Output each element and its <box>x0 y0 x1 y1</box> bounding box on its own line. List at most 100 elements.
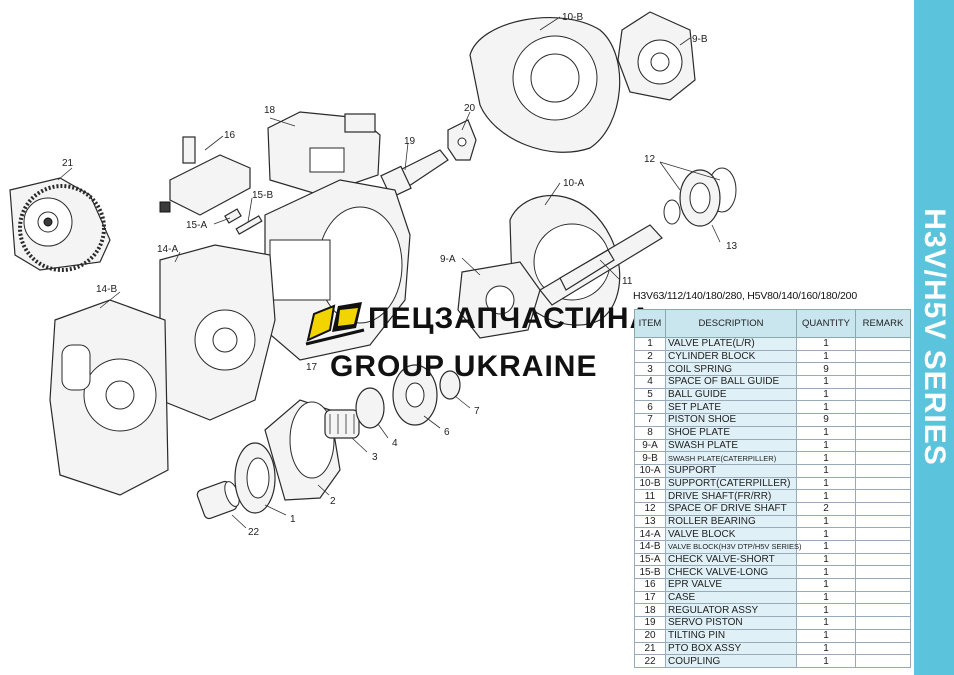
callout-1: 1 <box>290 514 296 525</box>
cell-remark <box>855 425 911 440</box>
callout-14-b: 14-B <box>96 284 117 295</box>
watermark: ПЕЦЗАПЧАСТИНА GROUP UKRAINE <box>302 296 651 391</box>
cell-item: 7 <box>634 413 666 427</box>
cell-item: 9-A <box>634 438 666 453</box>
case <box>264 179 411 361</box>
cell-remark <box>855 540 911 554</box>
cell-item: 17 <box>634 590 666 605</box>
callout-10-b: 10-B <box>562 12 583 23</box>
cell-remark <box>855 565 911 580</box>
header-remark: REMARK <box>855 309 911 338</box>
cell-description: COIL SPRING <box>665 362 797 377</box>
cell-item: 3 <box>634 362 666 377</box>
cell-quantity: 1 <box>796 514 856 529</box>
callout-9-a: 9-A <box>440 254 456 265</box>
cell-description: EPR VALVE <box>665 578 797 592</box>
cell-item: 15-A <box>634 552 666 567</box>
cell-quantity: 1 <box>796 451 856 465</box>
cell-description: SET PLATE <box>665 400 797 415</box>
cell-description: COUPLING <box>665 654 797 668</box>
callout-17: 17 <box>306 362 318 373</box>
cell-quantity: 1 <box>796 603 856 618</box>
header-description: DESCRIPTION <box>665 309 797 338</box>
cell-description: SUPPORT(CATERPILLER) <box>665 476 797 491</box>
cell-remark <box>855 552 911 567</box>
cell-item: 21 <box>634 641 666 656</box>
cell-item: 13 <box>634 514 666 529</box>
cell-quantity: 1 <box>796 527 856 541</box>
callout-6: 6 <box>444 427 450 438</box>
cell-remark <box>855 489 911 503</box>
check-valves <box>224 208 263 235</box>
cell-item: 9-B <box>634 451 666 465</box>
cell-remark <box>855 641 911 656</box>
cell-quantity: 1 <box>796 552 856 567</box>
cell-description: SWASH PLATE <box>665 438 797 453</box>
callout-9-b: 9-B <box>692 34 708 45</box>
series-title: H3V/H5V SERIES <box>918 208 951 466</box>
cell-quantity: 1 <box>796 590 856 605</box>
cell-description: ROLLER BEARING <box>665 514 797 529</box>
cell-quantity: 1 <box>796 476 856 491</box>
cell-quantity: 1 <box>796 400 856 415</box>
cell-quantity: 1 <box>796 616 856 630</box>
cell-item: 18 <box>634 603 666 618</box>
cell-remark <box>855 476 911 491</box>
cell-item: 12 <box>634 501 666 516</box>
cell-remark <box>855 438 911 453</box>
callout-15-b: 15-B <box>252 190 273 201</box>
company-logo-icon <box>305 302 365 346</box>
cell-quantity: 1 <box>796 565 856 580</box>
cell-quantity: 1 <box>796 337 856 351</box>
cell-remark <box>855 337 911 351</box>
valve-block <box>159 244 276 421</box>
tilting-pin <box>447 119 477 161</box>
callout-12: 12 <box>644 154 656 165</box>
cylinder-block <box>264 399 341 501</box>
cell-quantity: 1 <box>796 349 856 364</box>
callout-16: 16 <box>224 130 236 141</box>
support-caterpillar <box>469 17 621 153</box>
table-heading: H3V63/112/140/180/280, H5V80/140/160/180… <box>633 290 857 302</box>
cell-remark <box>855 654 911 668</box>
cell-item: 19 <box>634 616 666 630</box>
cell-quantity: 1 <box>796 540 856 554</box>
cell-description: VALVE BLOCK <box>665 527 797 541</box>
callout-3: 3 <box>372 452 378 463</box>
cell-quantity: 1 <box>796 463 856 478</box>
callout-10-a: 10-A <box>563 178 584 189</box>
watermark-line-1: ПЕЦЗАПЧАСТИНА <box>368 302 653 335</box>
callout-13: 13 <box>726 241 738 252</box>
cell-remark <box>855 501 911 516</box>
cell-description: VALVE PLATE(L/R) <box>665 337 797 351</box>
cell-item: 10-B <box>634 476 666 491</box>
cell-item: 4 <box>634 375 666 389</box>
cell-item: 8 <box>634 425 666 440</box>
cell-description: REGULATOR ASSY <box>665 603 797 618</box>
cell-item: 14-A <box>634 527 666 541</box>
cell-description: BALL GUIDE <box>665 387 797 402</box>
callout-22: 22 <box>248 527 260 538</box>
cell-description: PISTON SHOE <box>665 413 797 427</box>
table-header-row: ITEM DESCRIPTION QUANTITY REMARK <box>634 309 911 338</box>
cell-description: CHECK VALVE-LONG <box>665 565 797 580</box>
